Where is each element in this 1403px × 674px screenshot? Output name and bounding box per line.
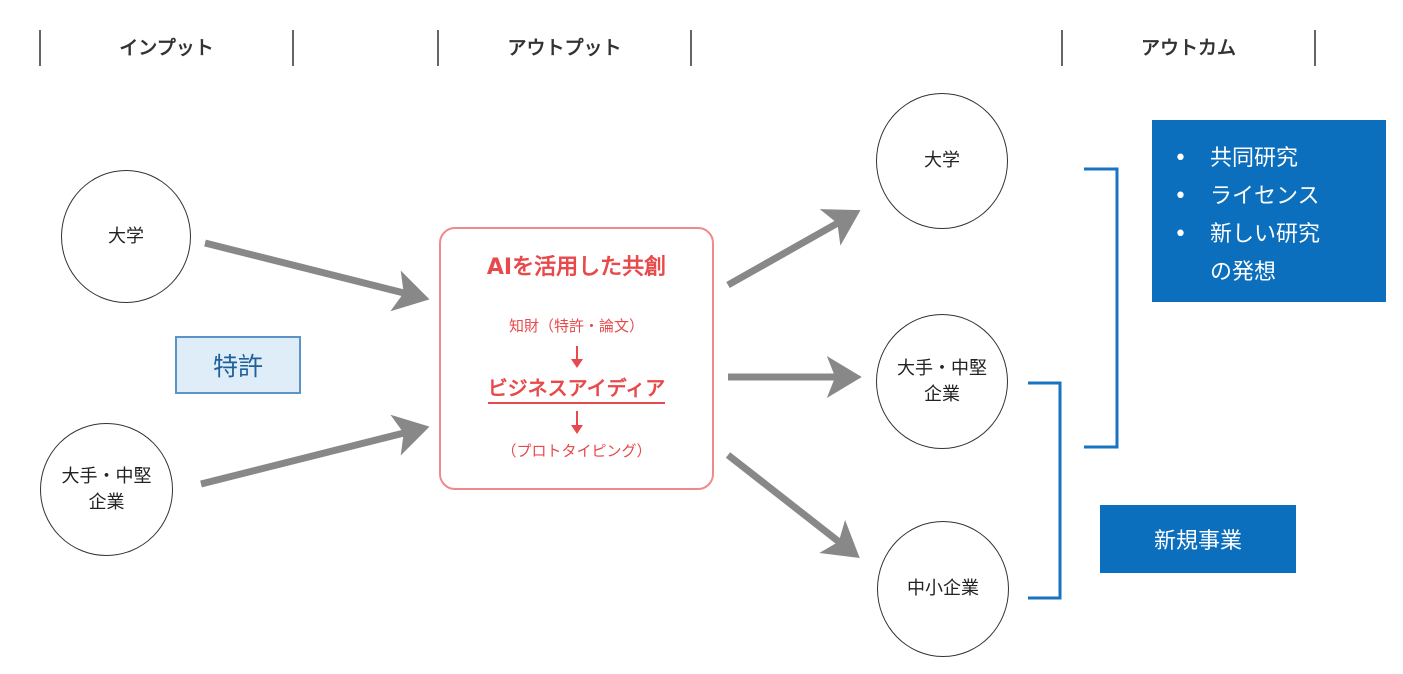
output-university-label: 大学: [924, 150, 960, 171]
arrow-university-to-center: [204, 239, 430, 312]
bullet: •: [1174, 146, 1187, 171]
header-input: インプット: [119, 37, 214, 59]
bracket-research: [1084, 167, 1119, 449]
header-outcome-divider: [1061, 30, 1316, 66]
outcome-item: • 共同研究: [1174, 140, 1386, 178]
outcome-item: • ライセンス: [1174, 178, 1386, 216]
outcome-research-box: • 共同研究 • ライセンス • 新しい研究 の発想: [1152, 120, 1386, 302]
outcome-item-text: 新しい研究: [1210, 222, 1321, 247]
input-university-label: 大学: [108, 225, 144, 247]
bullet: [1174, 254, 1210, 292]
cocreation-step-prototyping: （プロトタイピング）: [501, 442, 652, 460]
arrow-center-to-sme: [725, 452, 860, 559]
header-outcome: アウトカム: [1140, 37, 1236, 59]
down-arrow-icon: [570, 411, 583, 434]
patent-label: 特許: [212, 352, 263, 381]
bullet: •: [1174, 222, 1187, 247]
arrow-company-to-center: [200, 414, 430, 488]
cocreation-step-ip: 知財（特許・論文）: [508, 317, 644, 335]
output-sme-label: 中小企業: [907, 578, 979, 599]
outcome-item: の発想: [1174, 254, 1386, 292]
outcome-item: • 新しい研究: [1174, 216, 1386, 254]
input-company-label-line1: 大手・中堅: [61, 465, 152, 487]
output-university-circle: 大学: [876, 93, 1008, 229]
patent-box: 特許: [175, 336, 301, 394]
input-company-circle: 大手・中堅 企業: [40, 423, 173, 556]
header-input-divider: [39, 30, 294, 66]
down-arrow-icon: [570, 346, 583, 368]
business-idea-text: ビジネスアイディア: [487, 376, 666, 404]
bullet: •: [1174, 184, 1187, 209]
bracket-business: [1028, 381, 1062, 600]
outcome-new-business-box: 新規事業: [1100, 505, 1296, 573]
outcome-item-text: 共同研究: [1210, 146, 1299, 171]
output-company-label-line2: 企業: [924, 383, 960, 405]
input-company-label-line2: 企業: [88, 491, 125, 513]
cocreation-title: AIを活用した共創: [486, 255, 667, 280]
cocreation-step-business-idea: ビジネスアイディア: [441, 372, 712, 404]
outcome-item-text: の発想: [1210, 260, 1277, 285]
arrow-center-to-university: [726, 209, 861, 289]
ai-cocreation-box: AIを活用した共創 知財（特許・論文） ビジネスアイディア （プロトタイピング）: [439, 227, 714, 490]
new-business-label: 新規事業: [1153, 529, 1242, 554]
header-output: アウトプット: [507, 37, 622, 59]
outcome-item-text: ライセンス: [1210, 184, 1320, 209]
output-sme-circle: 中小企業: [877, 521, 1009, 657]
output-company-label-line1: 大手・中堅: [897, 357, 987, 379]
header-output-divider: [437, 30, 692, 66]
output-company-circle: 大手・中堅 企業: [876, 314, 1008, 449]
input-university-circle: 大学: [61, 170, 191, 303]
